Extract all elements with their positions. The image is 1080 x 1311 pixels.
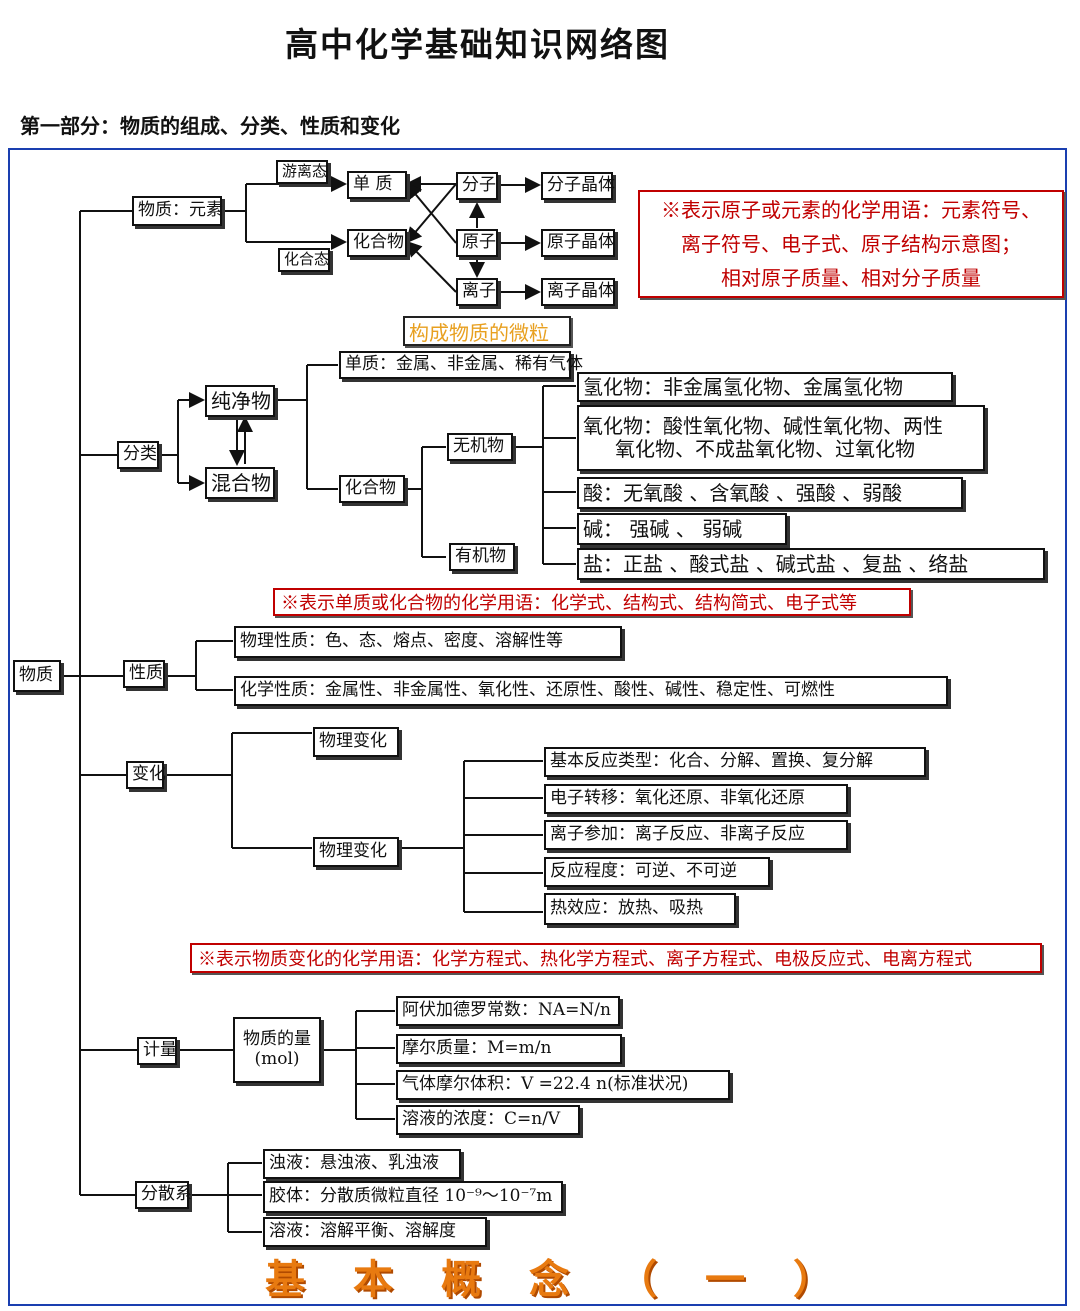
node-amount-of-substance: 物质的量 (mol) <box>233 1017 321 1083</box>
footer-banner: 基本概念（一） <box>265 1257 881 1303</box>
node-gas-molar-volume: 气体摩尔体积：V =22.4 n(标准状况) <box>396 1070 730 1100</box>
note-atom-line-2: 离子符号、电子式、原子结构示意图； <box>681 232 1021 256</box>
node-simple-substance: 单质：金属、非金属、稀有气体 <box>339 351 583 379</box>
node-atomic-crystal: 原子晶体 <box>541 229 615 257</box>
node-properties: 性质 <box>123 660 165 688</box>
node-amount-line-1: 物质的量 <box>243 1029 311 1050</box>
node-salt: 盐：正盐 、酸式盐 、碱式盐 、复盐 、络盐 <box>577 548 1045 580</box>
node-classification: 分类 <box>117 441 159 469</box>
node-ion-participation: 离子参加：离子反应、非离子反应 <box>544 820 848 850</box>
node-molar-mass: 摩尔质量：M=m/n <box>396 1034 622 1064</box>
diagram-frame <box>8 148 1067 1306</box>
particles-label: 构成物质的微粒 <box>403 316 571 346</box>
node-concentration: 溶液的浓度：C=n/V <box>396 1105 580 1135</box>
node-combined-state: 化合态 <box>278 248 330 272</box>
node-element-simple: 单 质 <box>347 171 407 199</box>
node-thermal-effect: 热效应：放热、吸热 <box>544 893 736 925</box>
node-mixture: 混合物 <box>205 467 275 499</box>
node-acid: 酸：无氧酸 、含氧酸 、强酸 、弱酸 <box>577 477 963 509</box>
node-ionic-crystal: 离子晶体 <box>541 278 615 306</box>
node-amount-line-2: (mol) <box>254 1049 300 1069</box>
node-physical-change: 物理变化 <box>313 727 399 757</box>
page-title: 高中化学基础知识网络图 <box>285 25 670 64</box>
node-oxide-line-1: 氧化物：酸性氧化物、碱性氧化物、两性 <box>583 414 943 438</box>
node-compound-top: 化合物 <box>347 229 407 257</box>
node-hydride: 氢化物：非金属氢化物、金属氢化物 <box>577 372 953 402</box>
node-base: 碱： 强碱 、 弱碱 <box>577 513 787 545</box>
node-molecule: 分子 <box>456 172 498 200</box>
node-electron-transfer: 电子转移：氧化还原、非氧化还原 <box>544 784 848 814</box>
node-compound: 化合物 <box>339 475 405 503</box>
note-change-terms: ※表示物质变化的化学用语：化学方程式、热化学方程式、离子方程式、电极反应式、电离… <box>190 943 1042 973</box>
note-atom-line-1: ※表示原子或元素的化学用语：元素符号、 <box>661 198 1041 222</box>
note-substance-terms: ※表示单质或化合物的化学用语：化学式、结构式、结构简式、电子式等 <box>273 588 911 616</box>
node-turbid-liquid: 浊液：悬浊液、乳浊液 <box>263 1149 461 1179</box>
part-title: 第一部分：物质的组成、分类、性质和变化 <box>20 114 400 138</box>
node-substance-root: 物质 <box>13 660 61 692</box>
node-reaction-types: 基本反应类型：化合、分解、置换、复分解 <box>544 747 926 777</box>
node-colloid: 胶体：分散质微粒直径 10⁻⁹～10⁻⁷m <box>263 1181 563 1213</box>
node-pure-substance: 纯净物 <box>205 385 275 417</box>
node-chemical-change: 物理变化 <box>313 837 399 867</box>
node-free-state: 游离态 <box>276 160 328 184</box>
node-ion: 离子 <box>456 278 498 306</box>
node-avogadro: 阿伏加德罗常数：NA=N/n <box>396 996 620 1026</box>
node-reaction-degree: 反应程度：可逆、不可逆 <box>544 857 770 887</box>
node-physical-properties: 物理性质：色、态、熔点、密度、溶解性等 <box>234 626 622 658</box>
node-chemical-properties: 化学性质：金属性、非金属性、氧化性、还原性、酸性、碱性、稳定性、可燃性 <box>234 676 948 706</box>
note-atom-line-3: 相对原子质量、相对分子质量 <box>721 266 981 290</box>
note-atom-terms: ※表示原子或元素的化学用语：元素符号、 离子符号、电子式、原子结构示意图； 相对… <box>638 190 1064 298</box>
node-inorganic: 无机物 <box>447 433 513 461</box>
node-oxide: 氧化物：酸性氧化物、碱性氧化物、两性 氧化物、不成盐氧化物、过氧化物 <box>577 405 985 471</box>
node-molecular-crystal: 分子晶体 <box>541 172 615 200</box>
node-solution: 溶液：溶解平衡、溶解度 <box>263 1217 487 1247</box>
node-atom: 原子 <box>456 229 498 257</box>
node-organic: 有机物 <box>449 543 515 571</box>
node-oxide-line-2: 氧化物、不成盐氧化物、过氧化物 <box>615 437 915 461</box>
node-measurement: 计量 <box>137 1037 177 1065</box>
node-dispersion: 分散系 <box>135 1181 192 1209</box>
node-changes: 变化 <box>126 761 166 789</box>
node-substance-element: 物质：元素 <box>132 196 223 226</box>
